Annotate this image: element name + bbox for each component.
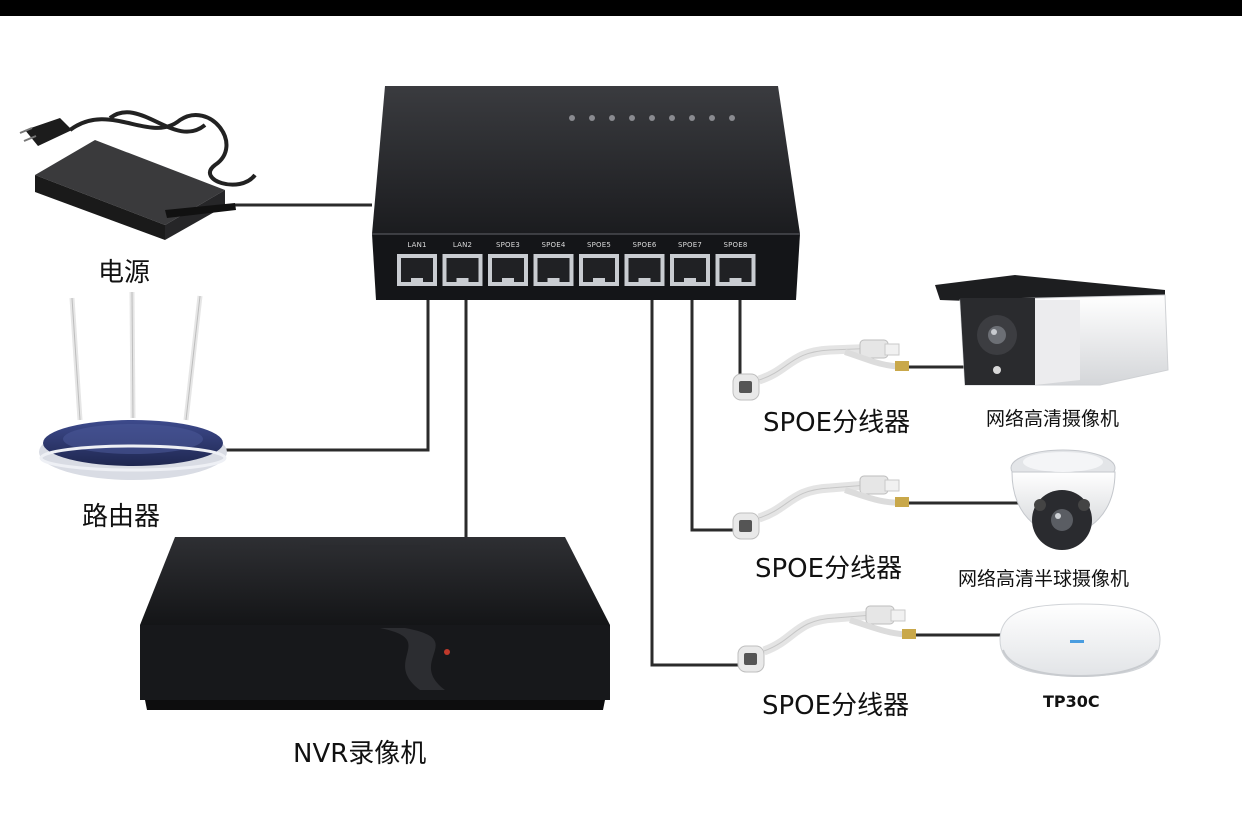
splitter-3-icon xyxy=(737,605,916,673)
dome-camera-label: 网络高清半球摄像机 xyxy=(958,568,1130,590)
top-black-bar xyxy=(0,0,1242,16)
port-label: SPOE4 xyxy=(541,241,565,249)
ethernet-port xyxy=(488,254,528,286)
dome-camera-icon xyxy=(1010,449,1116,550)
splitter-1-icon xyxy=(732,339,909,401)
port-label: LAN1 xyxy=(407,241,426,249)
ethernet-port xyxy=(533,254,574,286)
ethernet-port xyxy=(624,254,665,286)
nvr-label: NVR录像机 xyxy=(293,739,427,769)
power-adapter-icon xyxy=(19,110,257,240)
access-point-icon xyxy=(999,603,1161,678)
ethernet-port xyxy=(670,254,710,286)
bullet-camera-label: 网络高清摄像机 xyxy=(986,408,1120,430)
access-point-label: TP30C xyxy=(1043,692,1100,711)
poe-switch-icon: LAN1 LAN2 SPOE3 SPOE4 SPOE5 SPOE6 SPOE7 SPOE8 xyxy=(372,86,800,300)
ethernet-port xyxy=(397,254,437,286)
splitter-2-label: SPOE分线器 xyxy=(755,554,903,584)
cable-spoe6 xyxy=(650,300,745,667)
status-leds xyxy=(569,115,735,121)
cables xyxy=(225,203,1025,667)
splitter-2-icon xyxy=(732,475,909,540)
ethernet-port xyxy=(715,254,756,286)
port-label: SPOE6 xyxy=(632,241,656,249)
cable-router xyxy=(225,300,430,452)
port-label: LAN2 xyxy=(453,241,472,249)
router-label: 路由器 xyxy=(82,502,161,532)
router-icon xyxy=(39,291,227,480)
bullet-camera-icon xyxy=(935,275,1169,386)
nvr-recorder-icon xyxy=(140,537,610,710)
switch-ports: LAN1 LAN2 SPOE3 SPOE4 SPOE5 SPOE6 SPOE7 SPOE8 xyxy=(397,241,756,286)
port-label: SPOE3 xyxy=(496,241,520,249)
port-label: SPOE5 xyxy=(587,241,611,249)
ethernet-port xyxy=(579,254,619,286)
splitter-3-label: SPOE分线器 xyxy=(762,691,910,721)
port-label: SPOE7 xyxy=(678,241,702,249)
ethernet-port xyxy=(442,254,483,286)
cable-spoe7 xyxy=(690,300,738,532)
port-label: SPOE8 xyxy=(723,241,747,249)
power-label: 电源 xyxy=(98,258,151,288)
splitter-1-label: SPOE分线器 xyxy=(763,408,911,438)
